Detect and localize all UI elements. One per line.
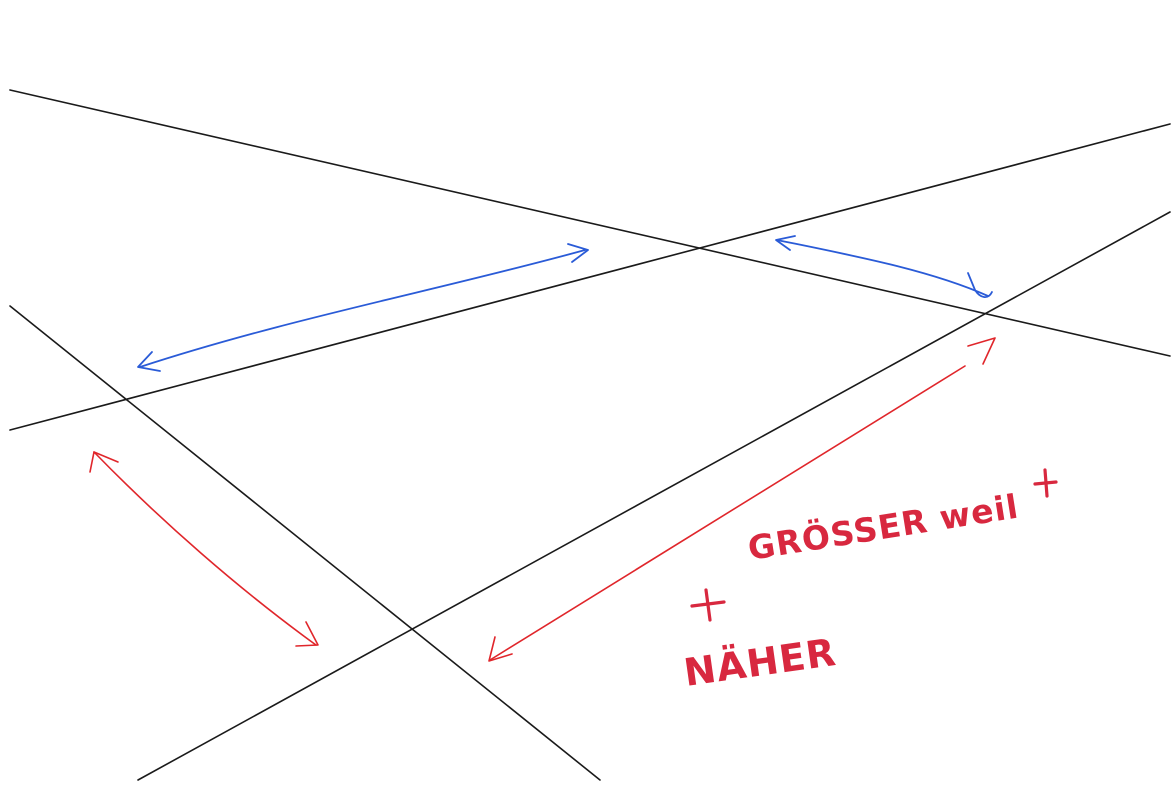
annotation-naeher: NÄHER [681, 630, 839, 695]
plus-sign-left [690, 588, 726, 622]
line-top-descending [9, 89, 1171, 357]
red-double-arrow-right [488, 337, 996, 662]
line-bottom-descending [9, 305, 601, 781]
red-double-arrow-left [89, 451, 319, 647]
annotation-groesser-weil: GRÖSSER weil [745, 486, 1021, 568]
line-top-ascending [9, 123, 1171, 431]
blue-double-arrow-right [775, 235, 993, 298]
blue-double-arrow-left [137, 243, 589, 372]
line-bottom-ascending [137, 211, 1171, 781]
plus-sign-right [1033, 468, 1058, 498]
